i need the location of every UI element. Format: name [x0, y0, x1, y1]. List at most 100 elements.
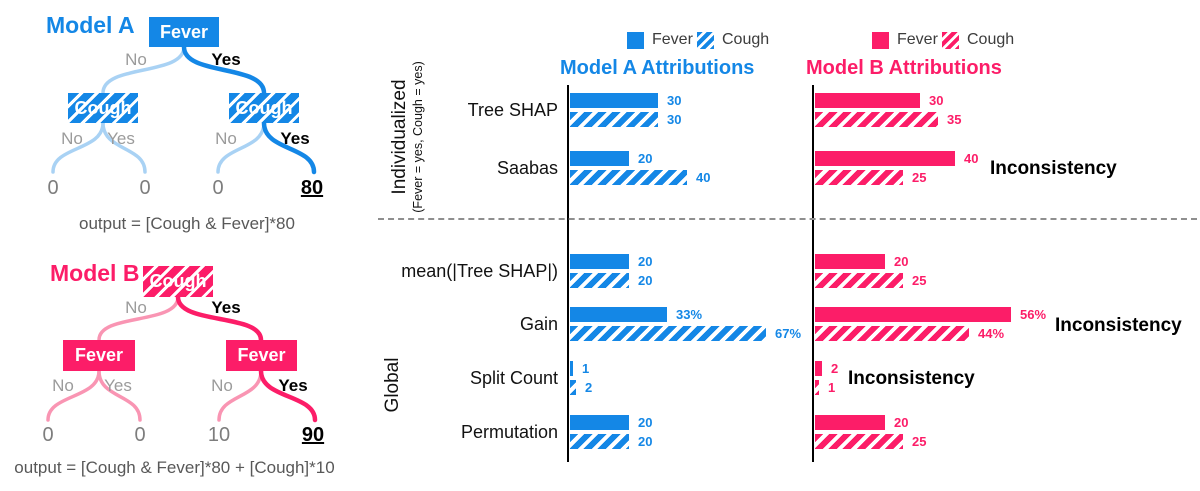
bar-fever-saabas: [570, 151, 629, 166]
bar-cough-mean-tree-shap-: [570, 273, 629, 288]
legend-b-cough: Cough: [942, 31, 1014, 49]
model-a-branch-no: No: [125, 50, 147, 69]
row-label-permutation: Permutation: [460, 422, 558, 442]
model-a-branch-yes-3: Yes: [280, 129, 310, 148]
bar-fever-gain: [815, 307, 1011, 322]
bar-fever-tree-shap: [815, 93, 920, 108]
value-label: 20: [638, 151, 653, 166]
model-a-leaf-3: 0: [212, 177, 224, 199]
model-a-branch-yes: Yes: [211, 50, 241, 69]
legend-a-fever: Fever: [627, 31, 693, 49]
bar-cough-saabas: [815, 170, 903, 185]
row-label-mean-shap: mean(|Tree SHAP|): [401, 261, 558, 281]
model-b-branch-no: No: [125, 298, 147, 317]
inconsistency-label-gain: Inconsistency: [1055, 315, 1182, 336]
model-a-leaf-1: 0: [47, 177, 59, 199]
model-a-leaf-4: 80: [300, 177, 324, 199]
chart-b-title: Model B Attributions: [806, 57, 1002, 79]
legend-b-fever-label: Fever: [897, 31, 938, 48]
group-label-individualized: Individualized (Fever = yes, Cough = yes…: [389, 61, 425, 212]
value-label: 20: [638, 434, 653, 449]
model-b-branch-yes-2: Yes: [104, 376, 132, 395]
value-label: 56%: [1020, 307, 1047, 322]
model-a-root-node: Fever: [149, 17, 219, 47]
model-a-title: Model A: [46, 12, 135, 38]
bar-fever-mean-tree-shap-: [570, 254, 629, 269]
row-label-saabas: Saabas: [496, 158, 558, 178]
model-a-caption: output = [Cough & Fever]*80: [79, 214, 295, 233]
value-label: 67%: [775, 326, 802, 341]
bar-cough-tree-shap: [570, 112, 658, 127]
value-label: 30: [929, 93, 944, 108]
value-label: 1: [582, 361, 590, 376]
bar-fever-split-count: [815, 361, 822, 376]
row-label-tree-shap: Tree SHAP: [467, 100, 558, 120]
bar-fever-saabas: [815, 151, 955, 166]
value-label: 25: [912, 434, 927, 449]
inconsistency-label-saabas: Inconsistency: [990, 158, 1117, 179]
value-label: 44%: [978, 326, 1005, 341]
model-a-branch-yes-2: Yes: [107, 129, 135, 148]
bar-fever-split-count: [570, 361, 573, 376]
value-label: 30: [667, 112, 682, 127]
row-label-gain: Gain: [519, 314, 558, 334]
legend-a-cough-swatch: [697, 31, 714, 49]
model-a-branch-no-2: No: [61, 129, 83, 148]
bar-cough-gain: [570, 326, 766, 341]
model-b-title: Model B: [50, 260, 140, 286]
bar-cough-saabas: [570, 170, 687, 185]
bar-fever-gain: [570, 307, 667, 322]
bar-cough-gain: [815, 326, 969, 341]
model-b-leaf-2: 0: [134, 424, 146, 446]
legend-b-fever: Fever: [872, 31, 938, 49]
model-b-leaf-3: 10: [207, 424, 231, 446]
legend-b-cough-swatch: [942, 31, 959, 49]
model-b-caption: output = [Cough & Fever]*80 + [Cough]*10: [14, 458, 335, 477]
chart-a-title: Model A Attributions: [560, 57, 755, 79]
model-b-branch-yes-3: Yes: [278, 376, 308, 395]
value-label: 20: [894, 254, 909, 269]
value-label: 20: [894, 415, 909, 430]
bar-fever-tree-shap: [570, 93, 658, 108]
model-b-left-node: Fever: [63, 340, 135, 371]
model-b-leaf-1: 0: [42, 424, 54, 446]
model-a-leaf-2: 0: [139, 177, 151, 199]
bar-cough-tree-shap: [815, 112, 938, 127]
bar-fever-mean-tree-shap-: [815, 254, 885, 269]
legend-b-fever-swatch: [872, 31, 889, 49]
chart-b-axis: [812, 85, 814, 462]
legend-a-fever-label: Fever: [652, 31, 693, 48]
group-label-individualized-subtitle: (Fever = yes, Cough = yes): [411, 61, 425, 213]
value-label: 2: [585, 380, 593, 395]
group-label-individualized-title: Individualized: [389, 79, 410, 195]
model-b-leaf-4: 90: [301, 424, 325, 446]
section-divider: [378, 218, 1197, 220]
bar-cough-split-count: [570, 380, 576, 395]
inconsistency-label-split-count: Inconsistency: [848, 368, 975, 389]
bar-fever-permutation: [570, 415, 629, 430]
bar-cough-permutation: [570, 434, 629, 449]
model-a-branch-no-3: No: [215, 129, 237, 148]
value-label: 20: [638, 273, 653, 288]
value-label: 20: [638, 254, 653, 269]
value-label: 25: [912, 273, 927, 288]
legend-a-cough: Cough: [697, 31, 769, 49]
model-a-tree-links: [51, 44, 317, 175]
bar-fever-permutation: [815, 415, 885, 430]
model-b-branch-no-3: No: [211, 376, 233, 395]
model-a-left-node: Cough: [68, 93, 138, 123]
legend-a-fever-swatch: [627, 31, 644, 49]
value-label: 35: [947, 112, 962, 127]
bar-cough-split-count: [815, 380, 819, 395]
value-label: 40: [964, 151, 979, 166]
bar-cough-permutation: [815, 434, 903, 449]
model-b-branch-no-2: No: [52, 376, 74, 395]
value-label: 2: [831, 361, 839, 376]
legend-a-cough-label: Cough: [722, 31, 770, 48]
row-label-split-count: Split Count: [469, 368, 558, 388]
value-label: 20: [638, 415, 653, 430]
chart-a-axis: [567, 85, 569, 462]
value-label: 1: [828, 380, 836, 395]
value-label: 30: [667, 93, 682, 108]
